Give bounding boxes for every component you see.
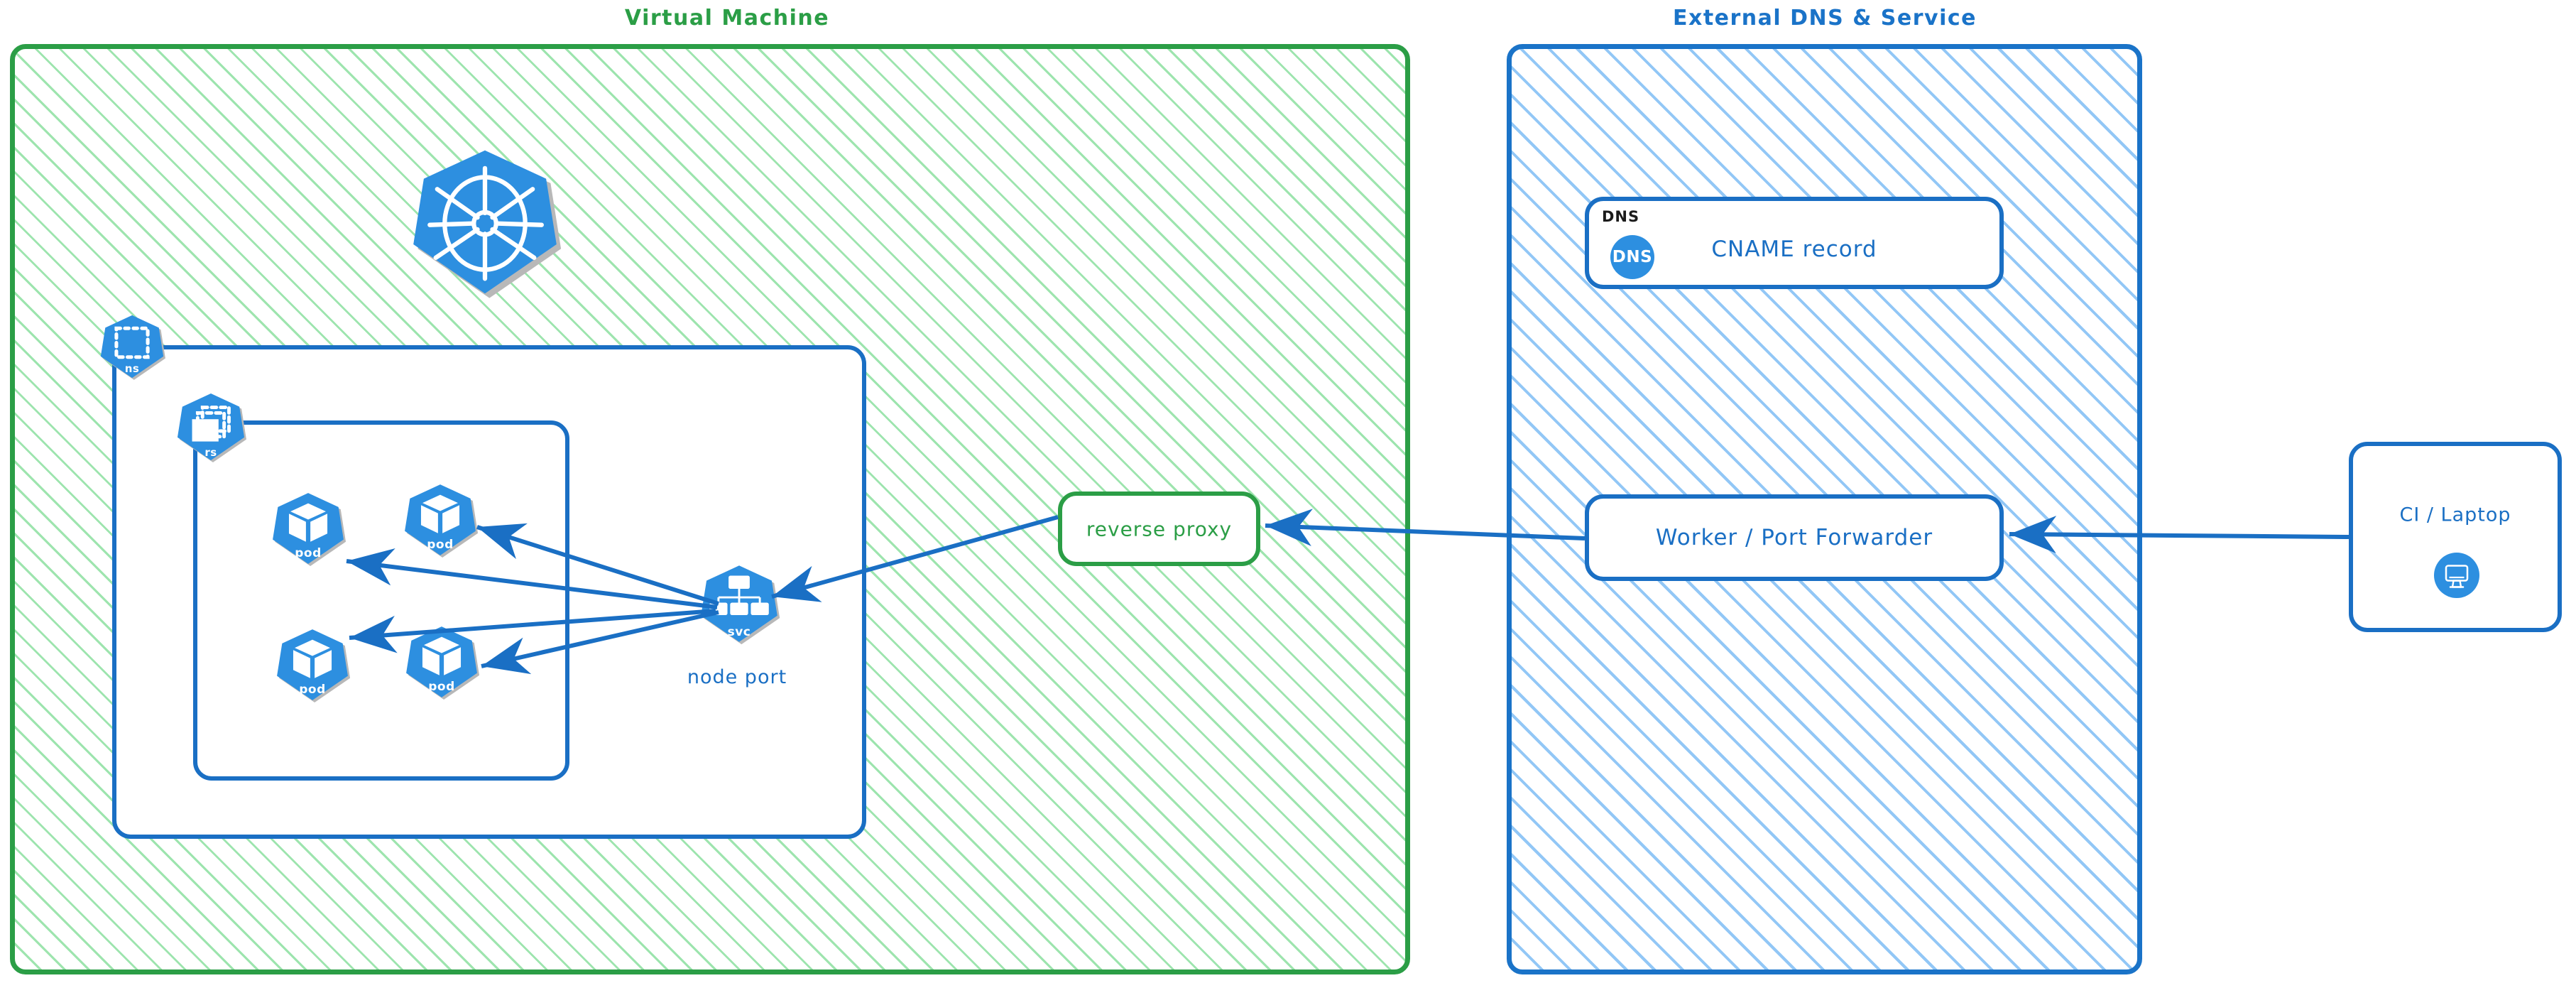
pod-icon-1: pod xyxy=(271,490,346,567)
dns-badge-label: DNS xyxy=(1612,248,1653,266)
reverse-proxy-box[interactable]: reverse proxy xyxy=(1058,492,1260,566)
kubernetes-logo-icon xyxy=(410,146,562,298)
panel-virtual-machine-title: Virtual Machine xyxy=(624,6,830,31)
namespace-icon: ns xyxy=(99,313,165,381)
dns-card-corner-tag: DNS xyxy=(1602,208,1640,225)
desktop-monitor-icon xyxy=(2434,553,2479,598)
reverse-proxy-label: reverse proxy xyxy=(1086,517,1233,541)
pod-icon-2: pod xyxy=(403,482,479,558)
panel-external-dns-service-title: External DNS & Service xyxy=(1672,6,1977,31)
ci-laptop-card[interactable]: CI / Laptop xyxy=(2349,442,2562,632)
dns-card[interactable]: DNS DNS CNAME record xyxy=(1585,197,2004,289)
pod-icon-3: pod xyxy=(275,626,351,703)
worker-card-label: Worker / Port Forwarder xyxy=(1655,525,1933,550)
dns-badge-icon: DNS xyxy=(1610,235,1654,279)
ci-laptop-label: CI / Laptop xyxy=(2399,504,2511,526)
worker-card[interactable]: Worker / Port Forwarder xyxy=(1585,494,2004,581)
node-port-caption: node port xyxy=(687,666,787,688)
service-icon: svc xyxy=(699,563,780,645)
replicaset-icon: rs xyxy=(176,391,246,463)
replicaset-box xyxy=(193,420,569,781)
pod-icon-4: pod xyxy=(405,624,480,700)
dns-card-label: CNAME record xyxy=(1711,237,1877,263)
